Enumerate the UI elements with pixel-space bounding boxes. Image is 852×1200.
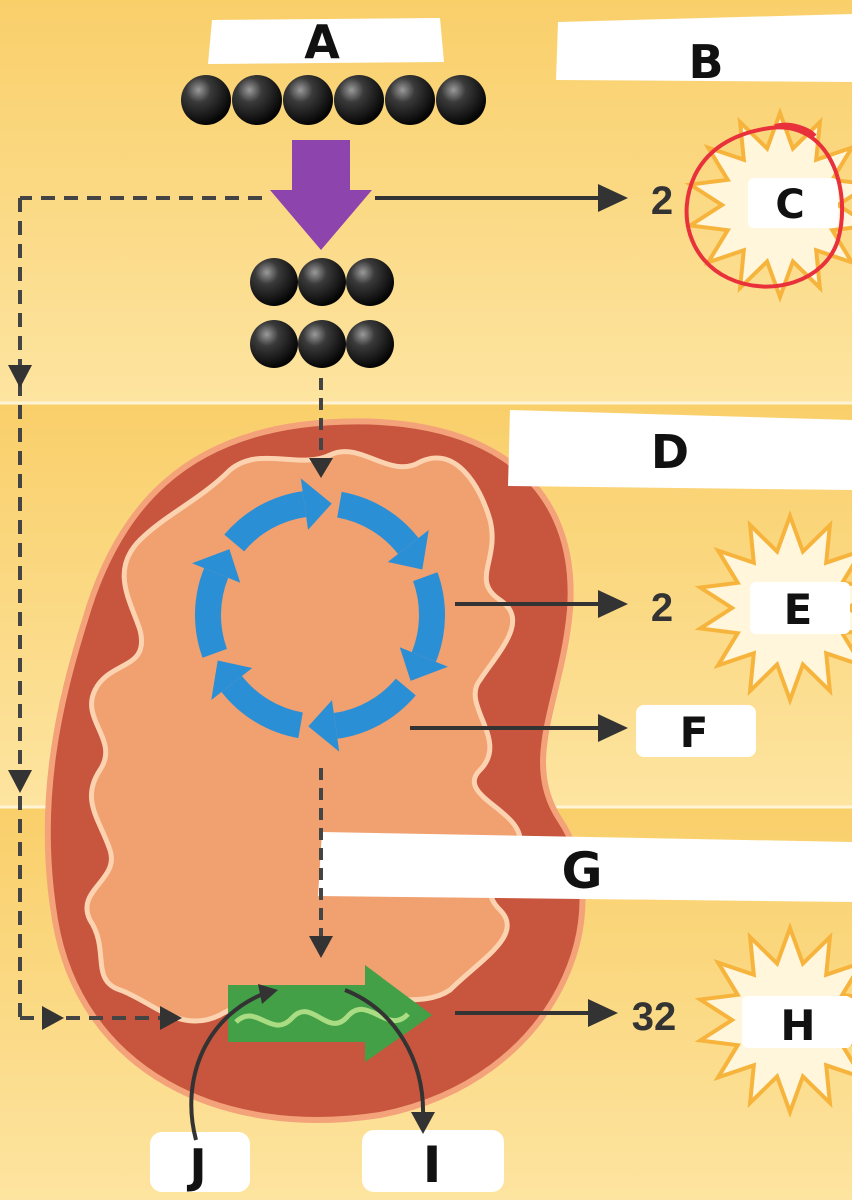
cycle-arrow-segment xyxy=(224,491,307,552)
carbon-atom xyxy=(181,75,231,125)
label-d: D xyxy=(651,425,689,479)
arrow-head-icon xyxy=(160,1006,182,1030)
highlight-circle xyxy=(684,122,845,289)
carbon-atom xyxy=(250,258,298,306)
arrow-head-icon xyxy=(8,365,32,388)
inner-membrane xyxy=(84,449,523,1024)
carbon-atom xyxy=(298,320,346,368)
atp-count-krebs: 2 xyxy=(651,586,673,630)
arrow-head-icon xyxy=(598,590,628,618)
carbon-atom xyxy=(346,258,394,306)
pyruvate-molecules xyxy=(250,258,394,368)
carbon-atom xyxy=(250,320,298,368)
arrow-head-icon xyxy=(598,714,628,742)
j-input-arrow xyxy=(189,990,269,1141)
cycle-arrow-head-icon xyxy=(387,530,429,570)
cycle-arrow-segment xyxy=(195,568,229,658)
label-f: F xyxy=(680,708,709,757)
carbon-atom xyxy=(232,75,282,125)
label-e: E xyxy=(784,585,813,634)
label-box-e xyxy=(750,582,850,634)
arrow-head-icon xyxy=(258,984,278,1004)
label-box-j xyxy=(150,1132,250,1192)
label-box-b xyxy=(556,14,852,82)
label-j: J xyxy=(186,1139,206,1193)
krebs-cycle xyxy=(192,478,448,752)
label-c: C xyxy=(775,182,804,228)
glycolysis-arrow xyxy=(270,140,372,250)
label-h: H xyxy=(780,1001,815,1050)
carbon-atom xyxy=(436,75,486,125)
arrow-head-icon xyxy=(598,184,628,212)
cycle-arrow-head-icon xyxy=(192,549,241,583)
electron-transport-arrow xyxy=(228,965,432,1062)
i-output-arrow xyxy=(344,988,426,1119)
label-box-i xyxy=(362,1130,504,1192)
label-g: G xyxy=(561,842,602,900)
cycle-arrow-segment xyxy=(411,572,445,662)
carbon-atom xyxy=(346,320,394,368)
carbon-atom xyxy=(385,75,435,125)
carbon-atom xyxy=(334,75,384,125)
arrow-head-icon xyxy=(8,770,32,793)
cycle-arrow-segment xyxy=(333,678,416,739)
label-box-a xyxy=(208,18,444,64)
cycle-arrow-segment xyxy=(221,675,304,739)
label-box-f xyxy=(636,705,756,757)
atp-count-electron-transport: 32 xyxy=(632,995,677,1039)
label-box-d xyxy=(508,410,852,490)
atp-count-glycolysis: 2 xyxy=(651,179,673,223)
label-i: I xyxy=(423,1136,442,1194)
cycle-arrow-segment xyxy=(336,491,419,555)
arrow-head-icon xyxy=(588,999,618,1027)
label-box-h xyxy=(742,996,852,1048)
cycle-arrow-head-icon xyxy=(308,700,340,752)
carbon-atom xyxy=(283,75,333,125)
cycle-arrow-head-icon xyxy=(211,660,253,700)
cycle-arrow-head-icon xyxy=(300,478,332,530)
label-box-g xyxy=(318,832,852,902)
cycle-arrow-head-icon xyxy=(399,647,448,681)
arrow-head-icon xyxy=(309,458,333,478)
arrow-head-icon xyxy=(309,936,333,958)
label-a: A xyxy=(304,15,340,69)
mitochondrion xyxy=(44,418,586,1123)
carbon-atom xyxy=(298,258,346,306)
glucose-molecule xyxy=(181,75,486,125)
arrow-head-icon xyxy=(42,1006,64,1030)
label-b: B xyxy=(688,35,723,89)
label-box-c xyxy=(748,178,838,228)
arrow-head-icon xyxy=(411,1112,435,1134)
